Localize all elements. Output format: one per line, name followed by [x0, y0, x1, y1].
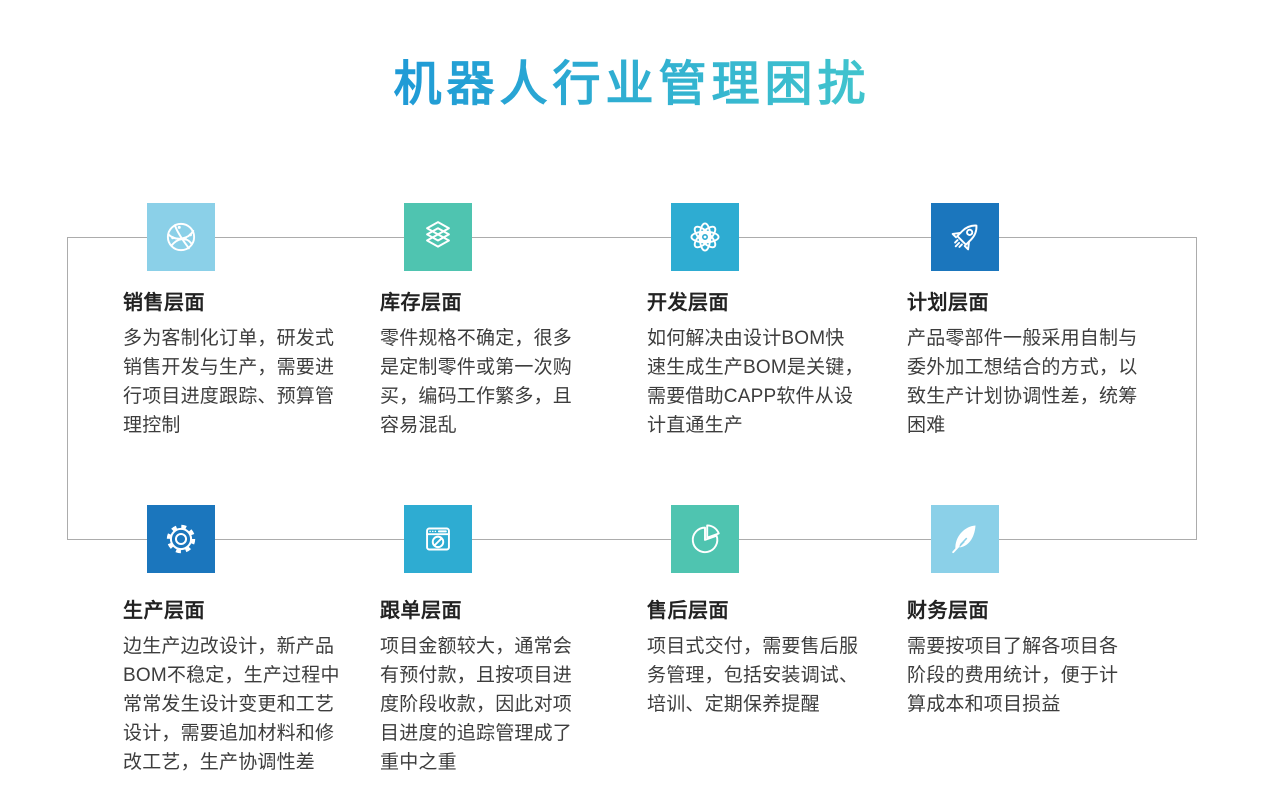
section-development: 开发层面 如何解决由设计BOM快 速生成生产BOM是关键， 需要借助CAPP软件… — [647, 203, 909, 440]
layers-icon — [426, 221, 450, 248]
section-after-sales: 售后层面 项目式交付，需要售后服 务管理，包括安装调试、 培训、定期保养提醒 — [647, 505, 909, 719]
production-icon-box — [147, 505, 215, 573]
section-body: 项目金额较大，通常会 有预付款，且按项目进 度阶段收款，因此对项 目进度的追踪管… — [380, 636, 573, 773]
section-body: 边生产边改设计，新产品 BOM不稳定，生产过程中 常常发生设计变更和工艺 设计，… — [123, 636, 340, 773]
section-planning: 计划层面 产品零部件一般采用自制与 委外加工想结合的方式，以 致生产计划协调性差… — [907, 203, 1169, 440]
feather-icon — [952, 525, 976, 554]
section-sales: 销售层面 多为客制化订单，研发式 销售开发与生产，需要进 行项目进度跟踪、预算管… — [123, 203, 385, 440]
section-title: 财务层面 — [907, 600, 989, 622]
page-title: 机器人行业管理困扰 — [393, 44, 870, 114]
after-sales-icon-box — [671, 505, 739, 573]
section-title: 开发层面 — [647, 292, 729, 314]
section-title: 库存层面 — [380, 292, 462, 314]
order-tracking-icon-box — [404, 505, 472, 573]
section-production: 生产层面 边生产边改设计，新产品 BOM不稳定，生产过程中 常常发生设计变更和工… — [123, 505, 385, 777]
sales-icon-box — [147, 203, 215, 271]
section-inventory: 库存层面 零件规格不确定，很多 是定制零件或第一次购 买，编码工作繁多，且 容易… — [380, 203, 642, 440]
browser-compass-icon — [426, 527, 450, 551]
section-title: 生产层面 — [123, 600, 205, 622]
section-body: 产品零部件一般采用自制与 委外加工想结合的方式，以 致生产计划协调性差，统筹 困… — [907, 328, 1138, 436]
pie-chart-icon — [691, 524, 720, 554]
section-order-tracking: 跟单层面 项目金额较大，通常会 有预付款，且按项目进 度阶段收款，因此对项 目进… — [380, 505, 642, 777]
connector-bottom-line — [67, 539, 1197, 540]
section-body: 多为客制化订单，研发式 销售开发与生产，需要进 行项目进度跟踪、预算管 理控制 — [123, 328, 335, 436]
connector-top-line — [67, 237, 1197, 238]
finance-icon-box — [931, 505, 999, 573]
section-title: 销售层面 — [123, 292, 205, 314]
inventory-icon-box — [404, 203, 472, 271]
rocket-icon — [951, 224, 978, 251]
section-body: 零件规格不确定，很多 是定制零件或第一次购 买，编码工作繁多，且 容易混乱 — [380, 328, 573, 436]
section-title: 跟单层面 — [380, 600, 462, 622]
section-title: 售后层面 — [647, 600, 729, 622]
section-body: 如何解决由设计BOM快 速生成生产BOM是关键， 需要借助CAPP软件从设 计直… — [647, 328, 864, 436]
network-globe-icon — [166, 222, 196, 252]
section-title: 计划层面 — [907, 292, 989, 314]
gear-icon — [166, 524, 196, 554]
section-body: 项目式交付，需要售后服 务管理，包括安装调试、 培训、定期保养提醒 — [647, 636, 859, 715]
planning-icon-box — [931, 203, 999, 271]
section-body: 需要按项目了解各项目各 阶段的费用统计，便于计 算成本和项目损益 — [907, 636, 1119, 715]
connector-left-line — [67, 237, 68, 540]
atom-icon — [690, 222, 720, 252]
section-finance: 财务层面 需要按项目了解各项目各 阶段的费用统计，便于计 算成本和项目损益 — [907, 505, 1169, 719]
development-icon-box — [671, 203, 739, 271]
connector-right-line — [1196, 237, 1197, 540]
